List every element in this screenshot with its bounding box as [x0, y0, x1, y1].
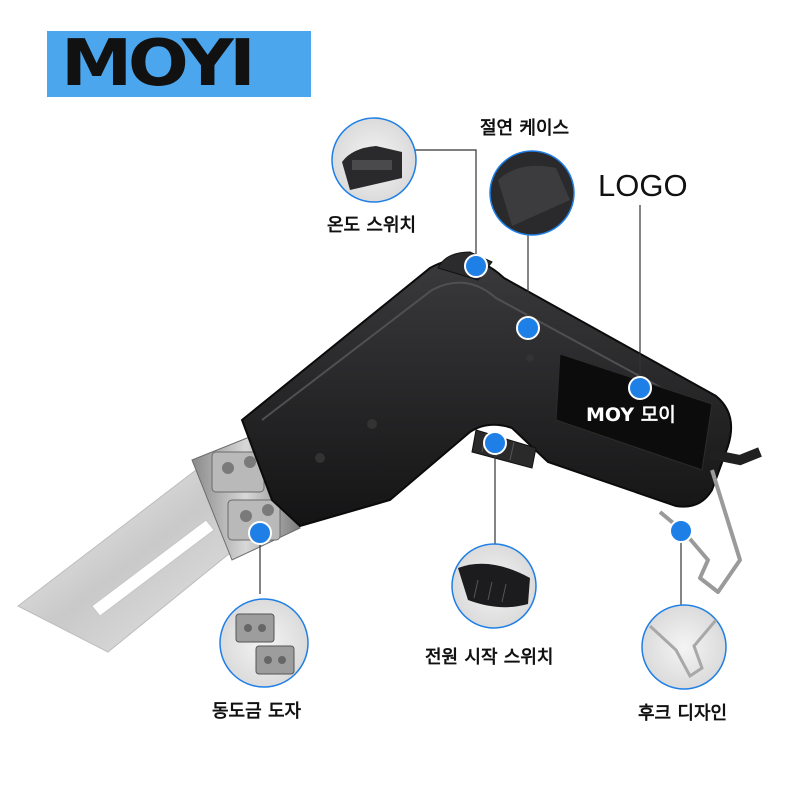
inset-insulated-case [489, 150, 575, 236]
label-copper-terminal: 동도금 도자 [212, 701, 302, 722]
dot-logo [628, 376, 652, 400]
label-temperature-switch: 온도 스위치 [327, 215, 417, 236]
label-hook-design: 후크 디자인 [638, 703, 728, 724]
label-logo: LOGO [598, 168, 688, 203]
moyi-logo: MOYI [47, 31, 311, 97]
callout-dots [248, 254, 693, 545]
dot-power-switch [483, 431, 507, 455]
inset-hook [641, 604, 727, 690]
logo-text: MOYI [61, 31, 256, 97]
dot-insulated-case [516, 316, 540, 340]
inset-power-switch [451, 543, 537, 629]
blade [17, 469, 247, 653]
inset-copper-terminal [219, 598, 309, 688]
dot-hook [669, 519, 693, 543]
label-insulated-case: 절연 케이스 [480, 118, 570, 139]
inset-temperature-switch [331, 117, 417, 203]
dot-copper-terminal [248, 521, 272, 545]
tool-body [240, 258, 762, 528]
dot-temperature-switch [464, 254, 488, 278]
label-power-switch: 전원 시작 스위치 [425, 647, 554, 668]
product-brand-print: MOY 모이 [586, 404, 676, 426]
